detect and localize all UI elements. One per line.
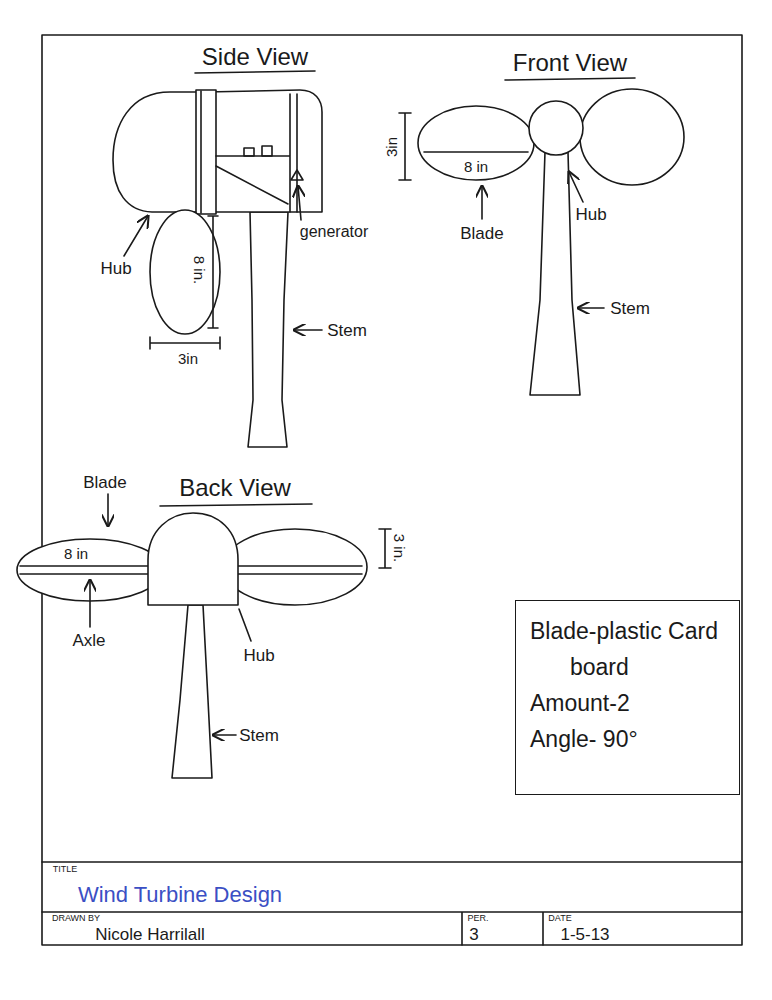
leader-line (239, 609, 251, 641)
blade (150, 210, 220, 334)
hub (148, 513, 238, 605)
title-block-value: 1-5-13 (560, 926, 609, 943)
title-block-lines (42, 862, 742, 945)
leader-arrow (578, 307, 604, 309)
stem (248, 212, 288, 447)
underline (160, 504, 312, 506)
underline (195, 71, 315, 73)
nacelle-body (205, 90, 322, 212)
title-block-field: TITLE (53, 865, 78, 874)
leader-arrow (107, 494, 109, 526)
hub (529, 101, 583, 155)
drawing-title: Wind Turbine Design (78, 884, 282, 906)
part-label: Hub (243, 647, 274, 664)
note-box: Blade-plastic Card boardAmount-2Angle- 9… (515, 600, 740, 795)
part-label: Axle (72, 632, 105, 649)
dimension: 8 in (464, 159, 488, 174)
blade (580, 89, 684, 185)
leader-arrow (213, 734, 236, 736)
view-title: Front View (513, 51, 627, 75)
dimension: 3in (178, 351, 198, 366)
blade (223, 529, 367, 605)
part-label: generator (300, 224, 369, 240)
title-block-value: 3 (469, 926, 478, 943)
dimension: 8 in. (192, 256, 207, 284)
view-title: Back View (179, 476, 291, 500)
leader-line (569, 172, 583, 202)
title-block-field: PER. (467, 914, 488, 923)
part-label: Stem (610, 300, 650, 317)
dimension-line (424, 151, 528, 153)
stem (530, 152, 580, 395)
drive-train (216, 94, 297, 212)
generator-symbol (291, 170, 303, 180)
dimension: 8 in (64, 546, 88, 561)
part-label: Stem (239, 727, 279, 744)
leader-line (124, 216, 148, 256)
gear (244, 148, 254, 156)
note-text: Blade-plastic Card board (530, 613, 729, 685)
stem (172, 605, 212, 778)
blade (418, 106, 534, 180)
hub-band (196, 90, 216, 214)
leader-arrow (294, 329, 322, 331)
part-label: Blade (460, 225, 503, 242)
note-text: Amount-2 (530, 685, 729, 721)
part-label: Hub (100, 260, 131, 277)
dimension-line (150, 337, 220, 349)
view-title: Side View (202, 45, 308, 69)
part-label: Stem (327, 322, 367, 339)
underline (505, 78, 635, 80)
gear (262, 146, 272, 156)
dimension-line (379, 529, 391, 568)
dimension: 3in (384, 137, 399, 157)
hub (113, 92, 205, 212)
note-text: Angle- 90° (530, 721, 729, 757)
title-block-field: DRAWN BY (52, 914, 100, 923)
sheet-border (42, 35, 742, 945)
leader-line (298, 186, 301, 220)
leader-arrow (89, 580, 91, 627)
part-label: Blade (83, 474, 126, 491)
title-block-field: DATE (548, 914, 571, 923)
part-label: Hub (575, 206, 606, 223)
title-block-value: Nicole Harrilall (95, 926, 205, 943)
hub-band-line (200, 91, 202, 213)
dimension: 3 in. (392, 534, 407, 562)
leader-arrow (481, 186, 483, 219)
dimension-line (399, 113, 411, 180)
dimension-line (208, 216, 218, 328)
